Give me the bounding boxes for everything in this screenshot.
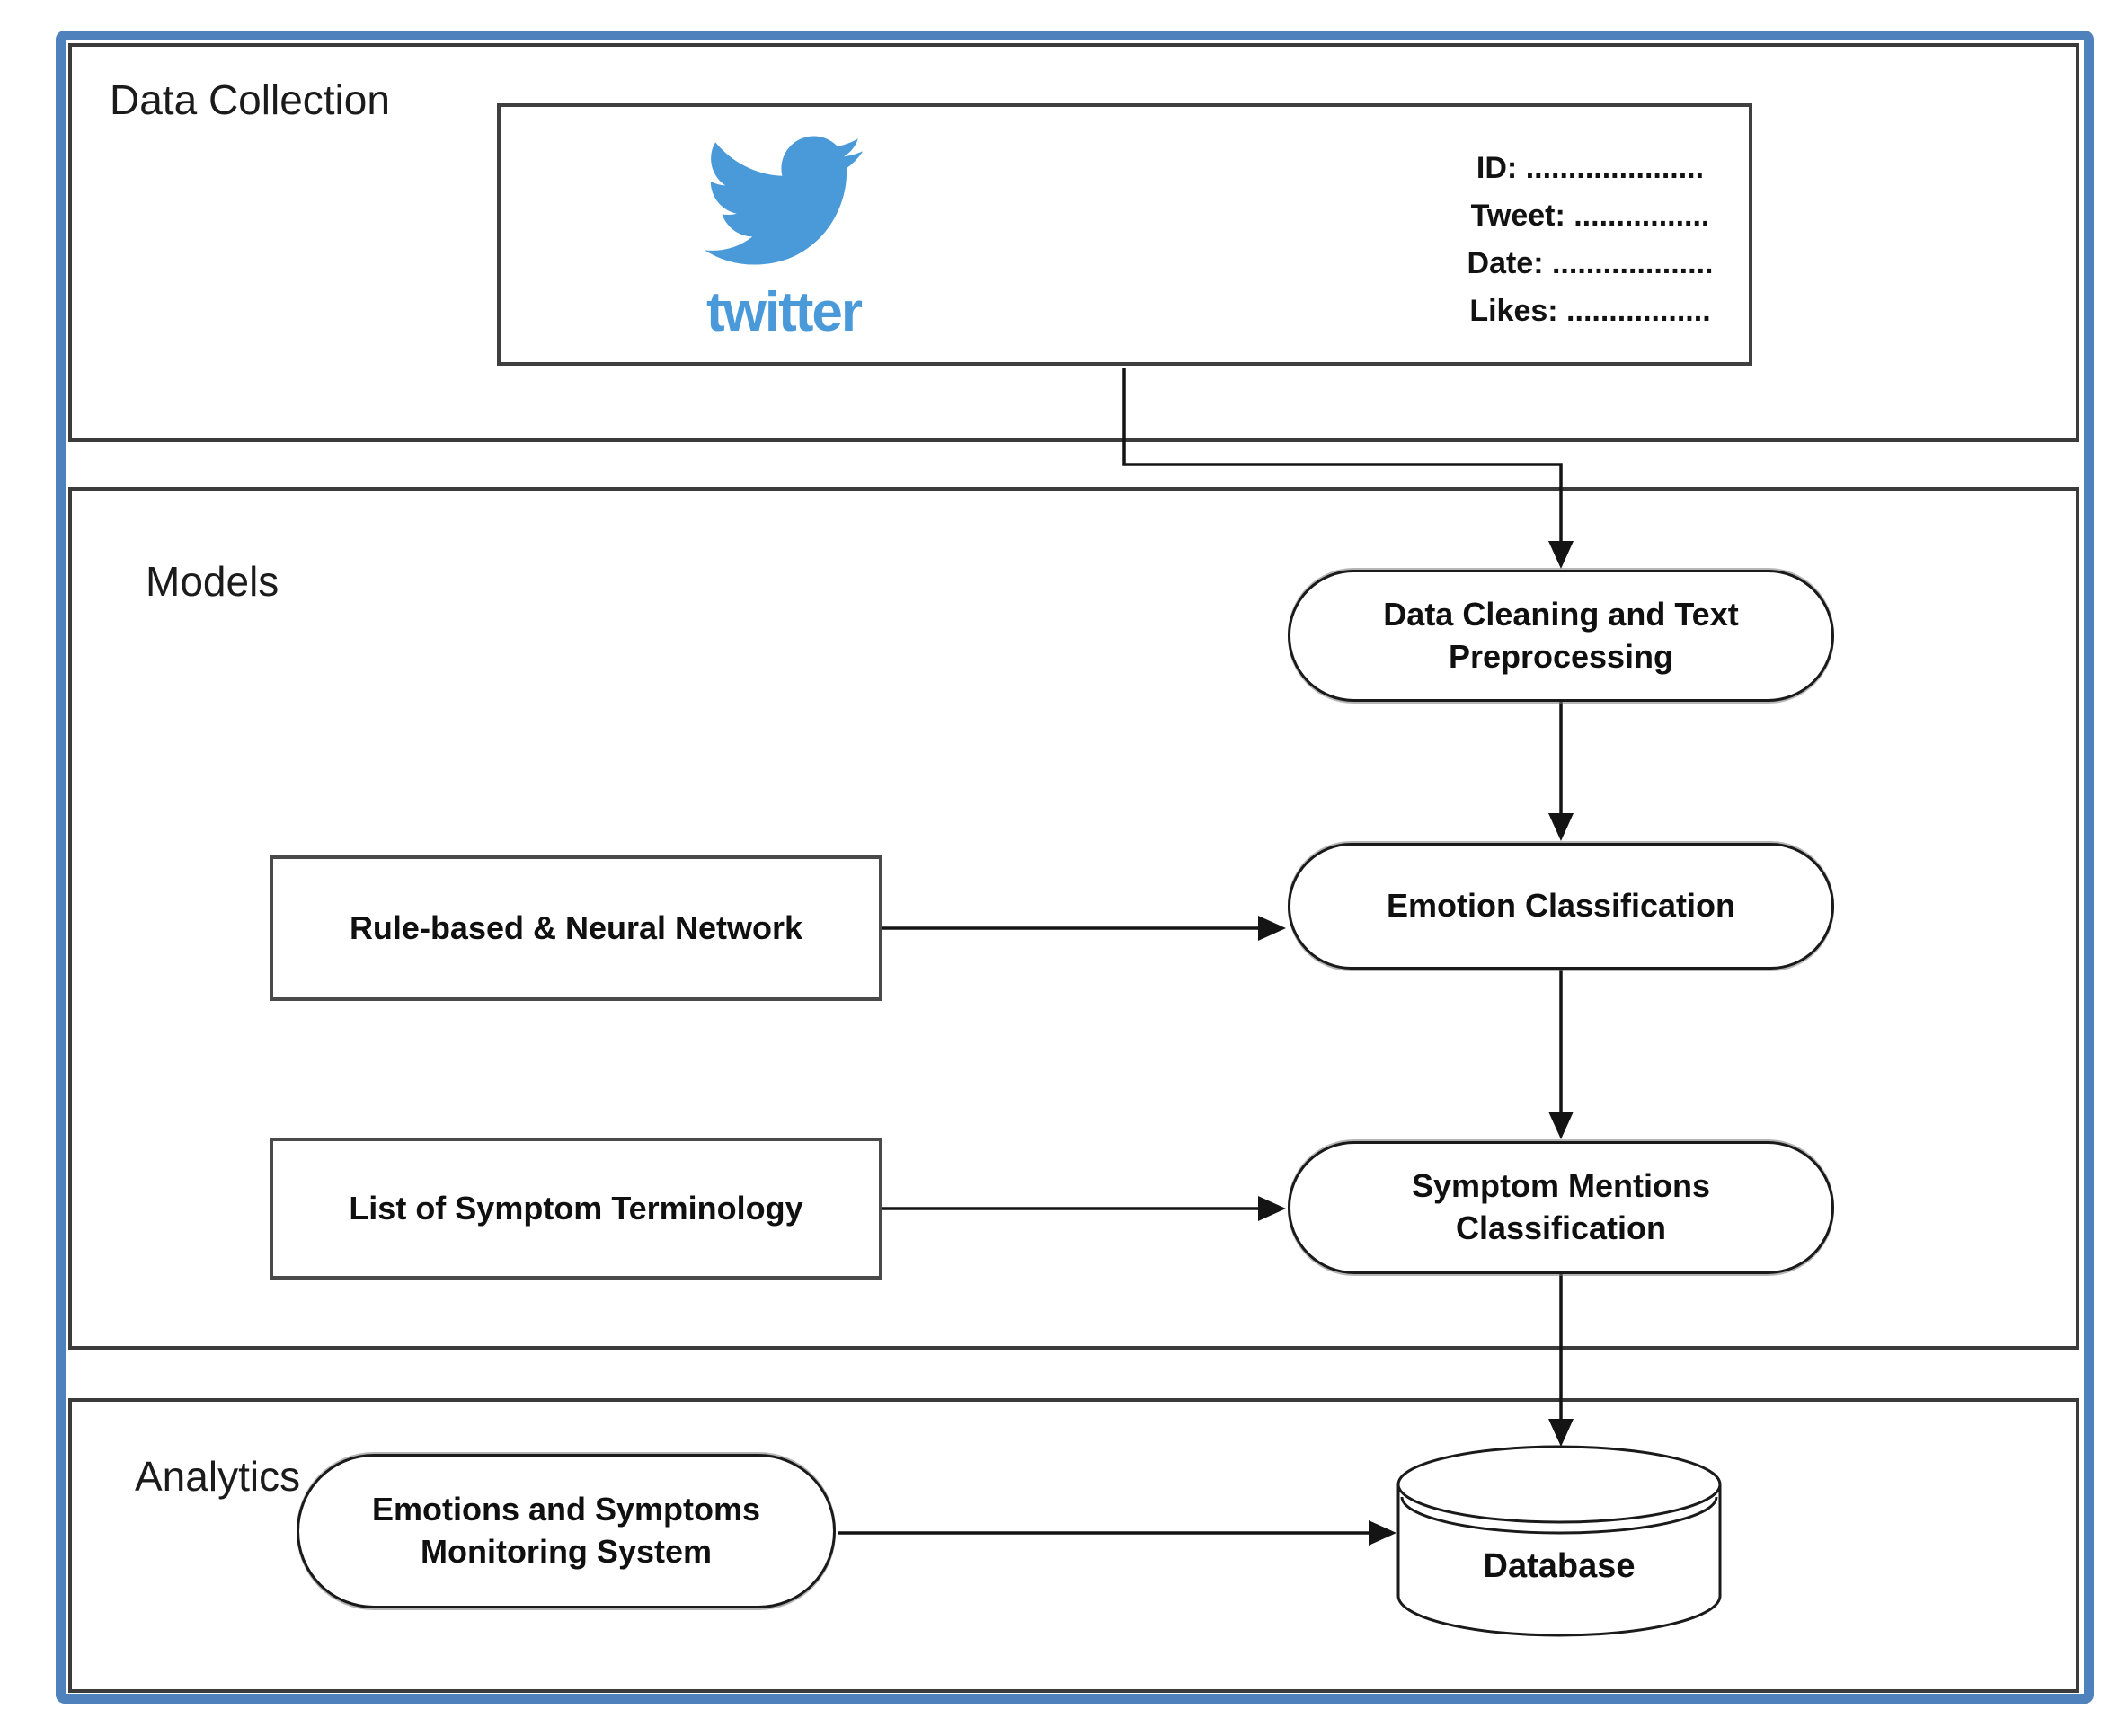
outer-blue-frame bbox=[56, 31, 2094, 1704]
tweet-field-date: Date: ................... bbox=[1467, 246, 1714, 280]
twitter-bird-icon bbox=[705, 136, 863, 265]
node-monitoring-system: Emotions and Symptoms Monitoring System bbox=[297, 1454, 836, 1608]
twitter-source-box: twitter ID: ..................... Tweet:… bbox=[497, 103, 1752, 366]
node-data-cleaning: Data Cleaning and Text Preprocessing bbox=[1288, 570, 1834, 702]
node-symptom-mentions: Symptom Mentions Classification bbox=[1288, 1141, 1834, 1274]
database-node: Database bbox=[1395, 1441, 1724, 1641]
node-emotion-classification: Emotion Classification bbox=[1288, 843, 1834, 970]
section-analytics bbox=[68, 1398, 2079, 1693]
section-label-analytics: Analytics bbox=[135, 1453, 301, 1500]
tweet-field-tweet: Tweet: ................ bbox=[1470, 199, 1710, 233]
node-symptom-terminology: List of Symptom Terminology bbox=[270, 1138, 882, 1280]
section-label-models: Models bbox=[146, 558, 279, 605]
node-rule-based: Rule-based & Neural Network bbox=[270, 855, 882, 1001]
twitter-logo: twitter bbox=[653, 121, 914, 341]
twitter-wordmark: twitter bbox=[706, 281, 863, 343]
tweet-fields: ID: ..................... Tweet: .......… bbox=[1435, 145, 1745, 335]
tweet-field-id: ID: ..................... bbox=[1476, 151, 1705, 185]
database-label: Database bbox=[1483, 1547, 1636, 1585]
section-models bbox=[68, 487, 2079, 1350]
section-label-data-collection: Data Collection bbox=[110, 76, 390, 123]
tweet-field-likes: Likes: ................. bbox=[1469, 294, 1711, 328]
database-cylinder-icon bbox=[1396, 1445, 1722, 1637]
section-data-collection bbox=[68, 43, 2079, 442]
